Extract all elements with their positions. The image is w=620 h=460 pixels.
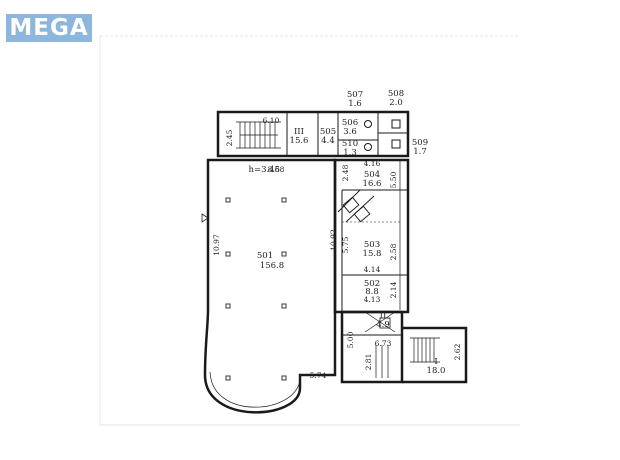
room-508-area: 2.0: [389, 98, 403, 108]
room-505-number: 505: [320, 127, 336, 137]
dim-label: 10.97: [212, 234, 221, 256]
dim-label: 2.62: [453, 343, 462, 360]
hall-501-outline: [203, 158, 337, 414]
dim-label: 6.10: [263, 116, 280, 125]
toilet-fixture: [391, 139, 401, 149]
dim-label: 2.14: [389, 281, 398, 298]
room-510-area: 1.3: [343, 148, 357, 158]
stair-I-number: I: [434, 357, 437, 367]
room-509-area: 1.7: [413, 147, 427, 157]
room-504-number: 504: [364, 170, 380, 180]
dim-label: 2.48: [341, 164, 350, 181]
toilet-fixture: [364, 120, 372, 128]
dim-label: 4.14: [364, 265, 381, 274]
room-508-number: 508: [388, 89, 404, 99]
dim-label: 2.58: [389, 243, 398, 260]
room-509-number: 509: [412, 138, 428, 148]
dim-label: 4.16: [364, 159, 381, 168]
dim-label: 10.92: [329, 229, 338, 251]
stair-core-outline: [340, 310, 404, 384]
mega-logo: MEGA: [6, 14, 92, 42]
bay-window-inner-line: [209, 371, 301, 408]
dim-label: 5.00: [346, 331, 355, 348]
room-503-area: 15.8: [363, 249, 382, 259]
dim-label: 8.68: [268, 165, 285, 174]
lift-shaft: [379, 317, 391, 329]
dim-label: 5.74: [310, 371, 327, 380]
room-503-number: 503: [364, 240, 380, 250]
room-506-number: 506: [342, 118, 358, 128]
dim-label: 5.50: [389, 171, 398, 188]
lift-cross: [364, 311, 396, 333]
stair-I-area: 18.0: [427, 366, 446, 376]
room-507-area: 1.6: [348, 99, 362, 109]
dim-label: 5.75: [341, 236, 350, 253]
room-501-area: 156.8: [260, 261, 284, 271]
toilet-fixture: [364, 143, 372, 151]
stair-II-number: II: [380, 311, 387, 321]
stair-III-number: III: [294, 127, 304, 137]
dim-label: 2.45: [225, 129, 234, 146]
stair-II-area: 4.9: [376, 320, 390, 330]
room-507-number: 507: [347, 90, 363, 100]
toilet-fixture: [391, 119, 401, 129]
room-501-number: 501: [257, 251, 273, 261]
stair-III-area: 15.6: [290, 136, 309, 146]
room-506-area: 3.6: [343, 127, 357, 137]
room-504-area: 16.6: [363, 179, 382, 189]
dim-label: 4.13: [364, 295, 381, 304]
room-510-number: 510: [342, 139, 358, 149]
columns: [225, 197, 287, 381]
diagonal-partition: [337, 189, 375, 223]
entrance-arrow-icon: [201, 213, 209, 223]
room-502-area: 8.8: [365, 287, 379, 297]
stairs-III: [236, 121, 281, 149]
dim-label: 6.73: [375, 339, 392, 348]
dim-label: 2.81: [364, 354, 373, 371]
room-502-number: 502: [364, 279, 380, 289]
room-505-area: 4.4: [321, 136, 335, 146]
stairs-I: [375, 337, 440, 378]
ceiling-height: h=3.45: [248, 165, 280, 175]
upper-block-outer-wall: [216, 110, 410, 158]
stair-I-outline: [402, 326, 468, 384]
